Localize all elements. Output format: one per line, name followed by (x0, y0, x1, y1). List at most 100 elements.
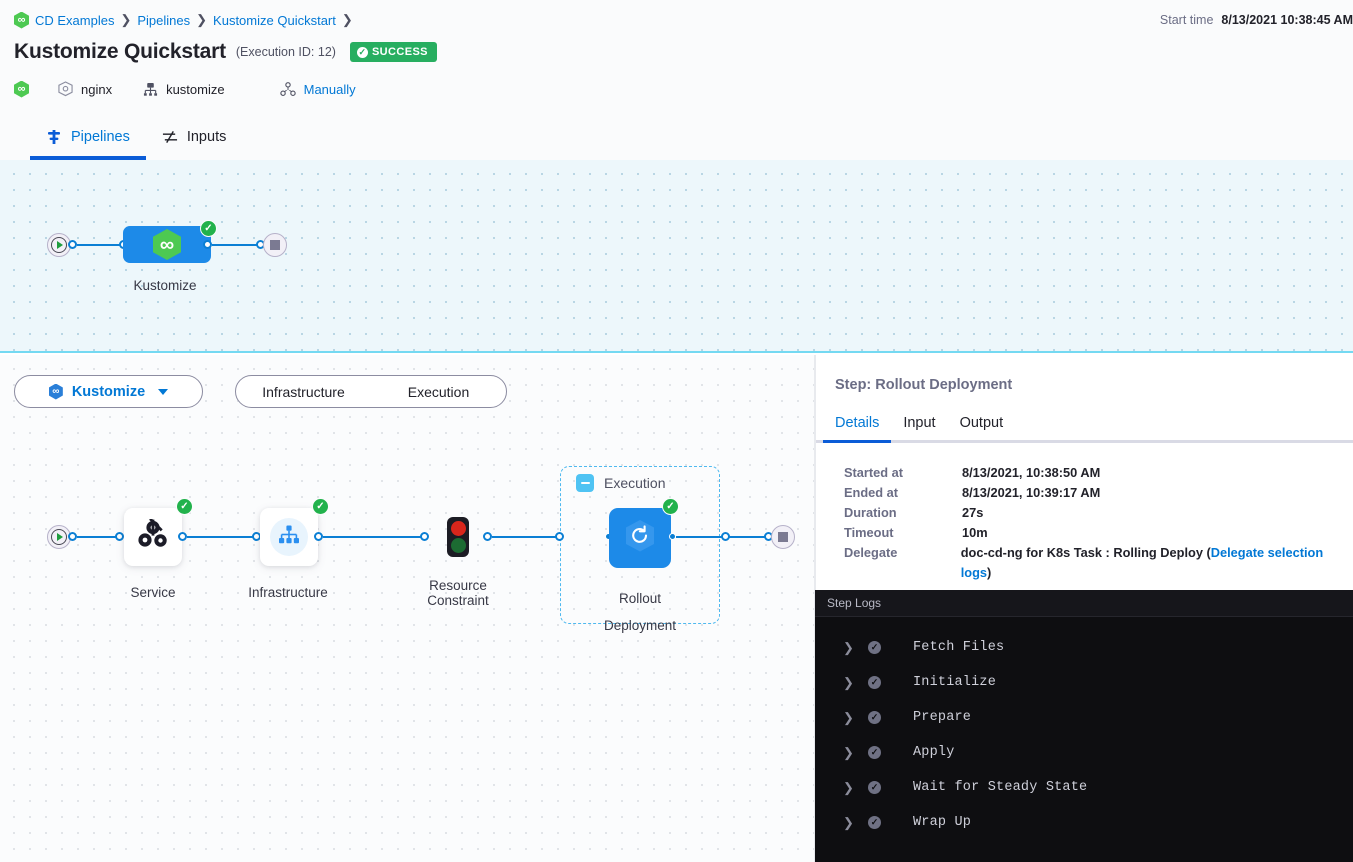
status-badge-label: SUCCESS (371, 46, 428, 58)
stage-end-node[interactable] (771, 525, 795, 549)
step-logs-panel: Step Logs ❯ ✓ Fetch Files ❯ ✓ Initialize… (815, 590, 1353, 862)
chevron-right-icon[interactable]: ❯ (843, 639, 854, 655)
meta-infrastructure: kustomize (142, 81, 225, 98)
log-row-fetch-files[interactable]: ❯ ✓ Fetch Files (815, 630, 1353, 665)
connector-dot (203, 240, 212, 249)
status-success-icon: ✓ (868, 816, 881, 829)
stage-selector-label: Kustomize (71, 383, 146, 400)
delegate-selection-logs-link[interactable]: Delegate selection logs (960, 545, 1324, 580)
meta-trigger-label[interactable]: Manually (303, 81, 356, 97)
breadcrumb-separator: ❯ (341, 12, 353, 27)
meta-service: nginx (57, 81, 112, 98)
pipeline-stage-node-kustomize[interactable]: ∞ (123, 226, 211, 263)
stage-node-infrastructure-label: Infrastructure (248, 585, 328, 600)
tab-inputs-label: Inputs (186, 129, 227, 145)
graph-edge (77, 536, 118, 538)
connector-dot (314, 532, 323, 541)
kustomize-hex-icon: ∞ (48, 383, 63, 400)
stage-start-node[interactable] (47, 525, 71, 549)
stage-node-rollout-deployment-label: Rollout Deployment (603, 591, 677, 633)
connector-dot (555, 532, 564, 541)
step-logs-list: ❯ ✓ Fetch Files ❯ ✓ Initialize ❯ ✓ Prepa… (815, 617, 1353, 840)
service-hex-icon (57, 81, 74, 98)
collapse-toggle-icon[interactable] (576, 474, 594, 492)
breadcrumb-item-pipelines[interactable]: Pipelines (137, 12, 191, 28)
stage-node-rollout-deployment[interactable] (609, 508, 671, 568)
tab-inputs[interactable]: Inputs (146, 114, 243, 160)
detail-row-timeout: Timeout 10m (844, 525, 988, 540)
status-success-icon: ✓ (200, 220, 217, 237)
stage-section-tabs: Infrastructure Execution (235, 375, 507, 408)
infrastructure-icon (142, 81, 159, 98)
execution-group-header[interactable]: Execution (576, 474, 665, 492)
chevron-right-icon[interactable]: ❯ (843, 744, 854, 760)
chevron-right-icon[interactable]: ❯ (843, 779, 854, 795)
status-success-icon: ✓ (662, 498, 679, 515)
connector-dot (420, 532, 429, 541)
rollout-refresh-icon (623, 518, 657, 559)
page-title: Kustomize Quickstart (14, 40, 226, 63)
meta-service-label: nginx (81, 81, 113, 97)
meta-trigger[interactable]: Manually (280, 81, 356, 98)
breadcrumb-item-cd-examples[interactable]: CD Examples (35, 12, 115, 28)
start-time-value: 8/13/2021 10:38:45 AM (1221, 13, 1353, 27)
trigger-icon (280, 81, 297, 98)
log-row-apply[interactable]: ❯ ✓ Apply (815, 735, 1353, 770)
step-logs-header: Step Logs (815, 590, 1353, 617)
service-gears-icon (136, 517, 170, 556)
log-row-initialize[interactable]: ❯ ✓ Initialize (815, 665, 1353, 700)
log-row-wait-for-steady-state[interactable]: ❯ ✓ Wait for Steady State (815, 770, 1353, 805)
title-row: Kustomize Quickstart (Execution ID: 12) … (14, 38, 1339, 66)
harness-hex-icon: ∞ (14, 11, 29, 29)
connector-dot (669, 533, 676, 540)
pipeline-end-node[interactable] (263, 233, 287, 257)
main-tabs: Pipelines Inputs (0, 113, 1353, 160)
status-success-icon: ✓ (312, 498, 329, 515)
step-tab-output[interactable]: Output (959, 415, 1004, 431)
log-row-label: Prepare (913, 710, 972, 725)
log-row-label: Initialize (913, 675, 997, 690)
graph-edge (187, 536, 255, 538)
status-success-icon: ✓ (176, 498, 193, 515)
step-details-list: Started at 8/13/2021, 10:38:50 AM Ended … (816, 443, 1353, 583)
infrastructure-tree-icon (278, 525, 300, 550)
pipeline-start-node[interactable] (47, 233, 71, 257)
stage-node-service[interactable] (124, 508, 182, 566)
detail-row-delegate: Delegate doc-cd-ng for K8s Task : Rollin… (844, 543, 1353, 583)
log-row-label: Apply (913, 745, 955, 760)
status-success-icon: ✓ (868, 781, 881, 794)
detail-row-duration: Duration 27s (844, 505, 984, 520)
chevron-right-icon[interactable]: ❯ (843, 814, 854, 830)
pipeline-canvas[interactable]: ∞ ✓ Kustomize (0, 160, 1353, 353)
detail-row-started-at: Started at 8/13/2021, 10:38:50 AM (844, 465, 1101, 480)
step-tab-input[interactable]: Input (903, 415, 936, 431)
status-success-icon: ✓ (868, 676, 881, 689)
log-row-label: Wrap Up (913, 815, 972, 830)
status-badge: ✓ SUCCESS (349, 42, 437, 62)
pipeline-icon (46, 129, 62, 145)
execution-id: (Execution ID: 12) (235, 45, 336, 59)
stage-selector-dropdown[interactable]: ∞ Kustomize (14, 375, 203, 408)
chevron-right-icon[interactable]: ❯ (843, 674, 854, 690)
log-row-prepare[interactable]: ❯ ✓ Prepare (815, 700, 1353, 735)
traffic-light-icon[interactable] (447, 517, 469, 557)
step-tab-details[interactable]: Details (823, 415, 892, 443)
detail-row-ended-at: Ended at 8/13/2021, 10:39:17 AM (844, 485, 1101, 500)
status-success-icon: ✓ (868, 711, 881, 724)
log-row-wrap-up[interactable]: ❯ ✓ Wrap Up (815, 805, 1353, 840)
breadcrumb-item-kustomize-quickstart[interactable]: Kustomize Quickstart (213, 12, 336, 28)
stage-canvas[interactable] (0, 355, 815, 862)
tab-pipelines[interactable]: Pipelines (30, 114, 146, 160)
harness-hex-icon: ∞ (153, 229, 181, 260)
graph-edge (77, 244, 126, 246)
stage-node-infrastructure[interactable] (260, 508, 318, 566)
pipeline-stage-label: Kustomize (133, 278, 197, 293)
harness-hex-icon: ∞ (14, 80, 29, 98)
graph-edge (323, 536, 423, 538)
connector-dot (483, 532, 492, 541)
status-success-icon: ✓ (868, 641, 881, 654)
stage-tab-execution[interactable]: Execution (407, 383, 470, 400)
inputs-icon (162, 129, 178, 145)
chevron-right-icon[interactable]: ❯ (843, 709, 854, 725)
stage-tab-infrastructure[interactable]: Infrastructure (262, 383, 345, 400)
